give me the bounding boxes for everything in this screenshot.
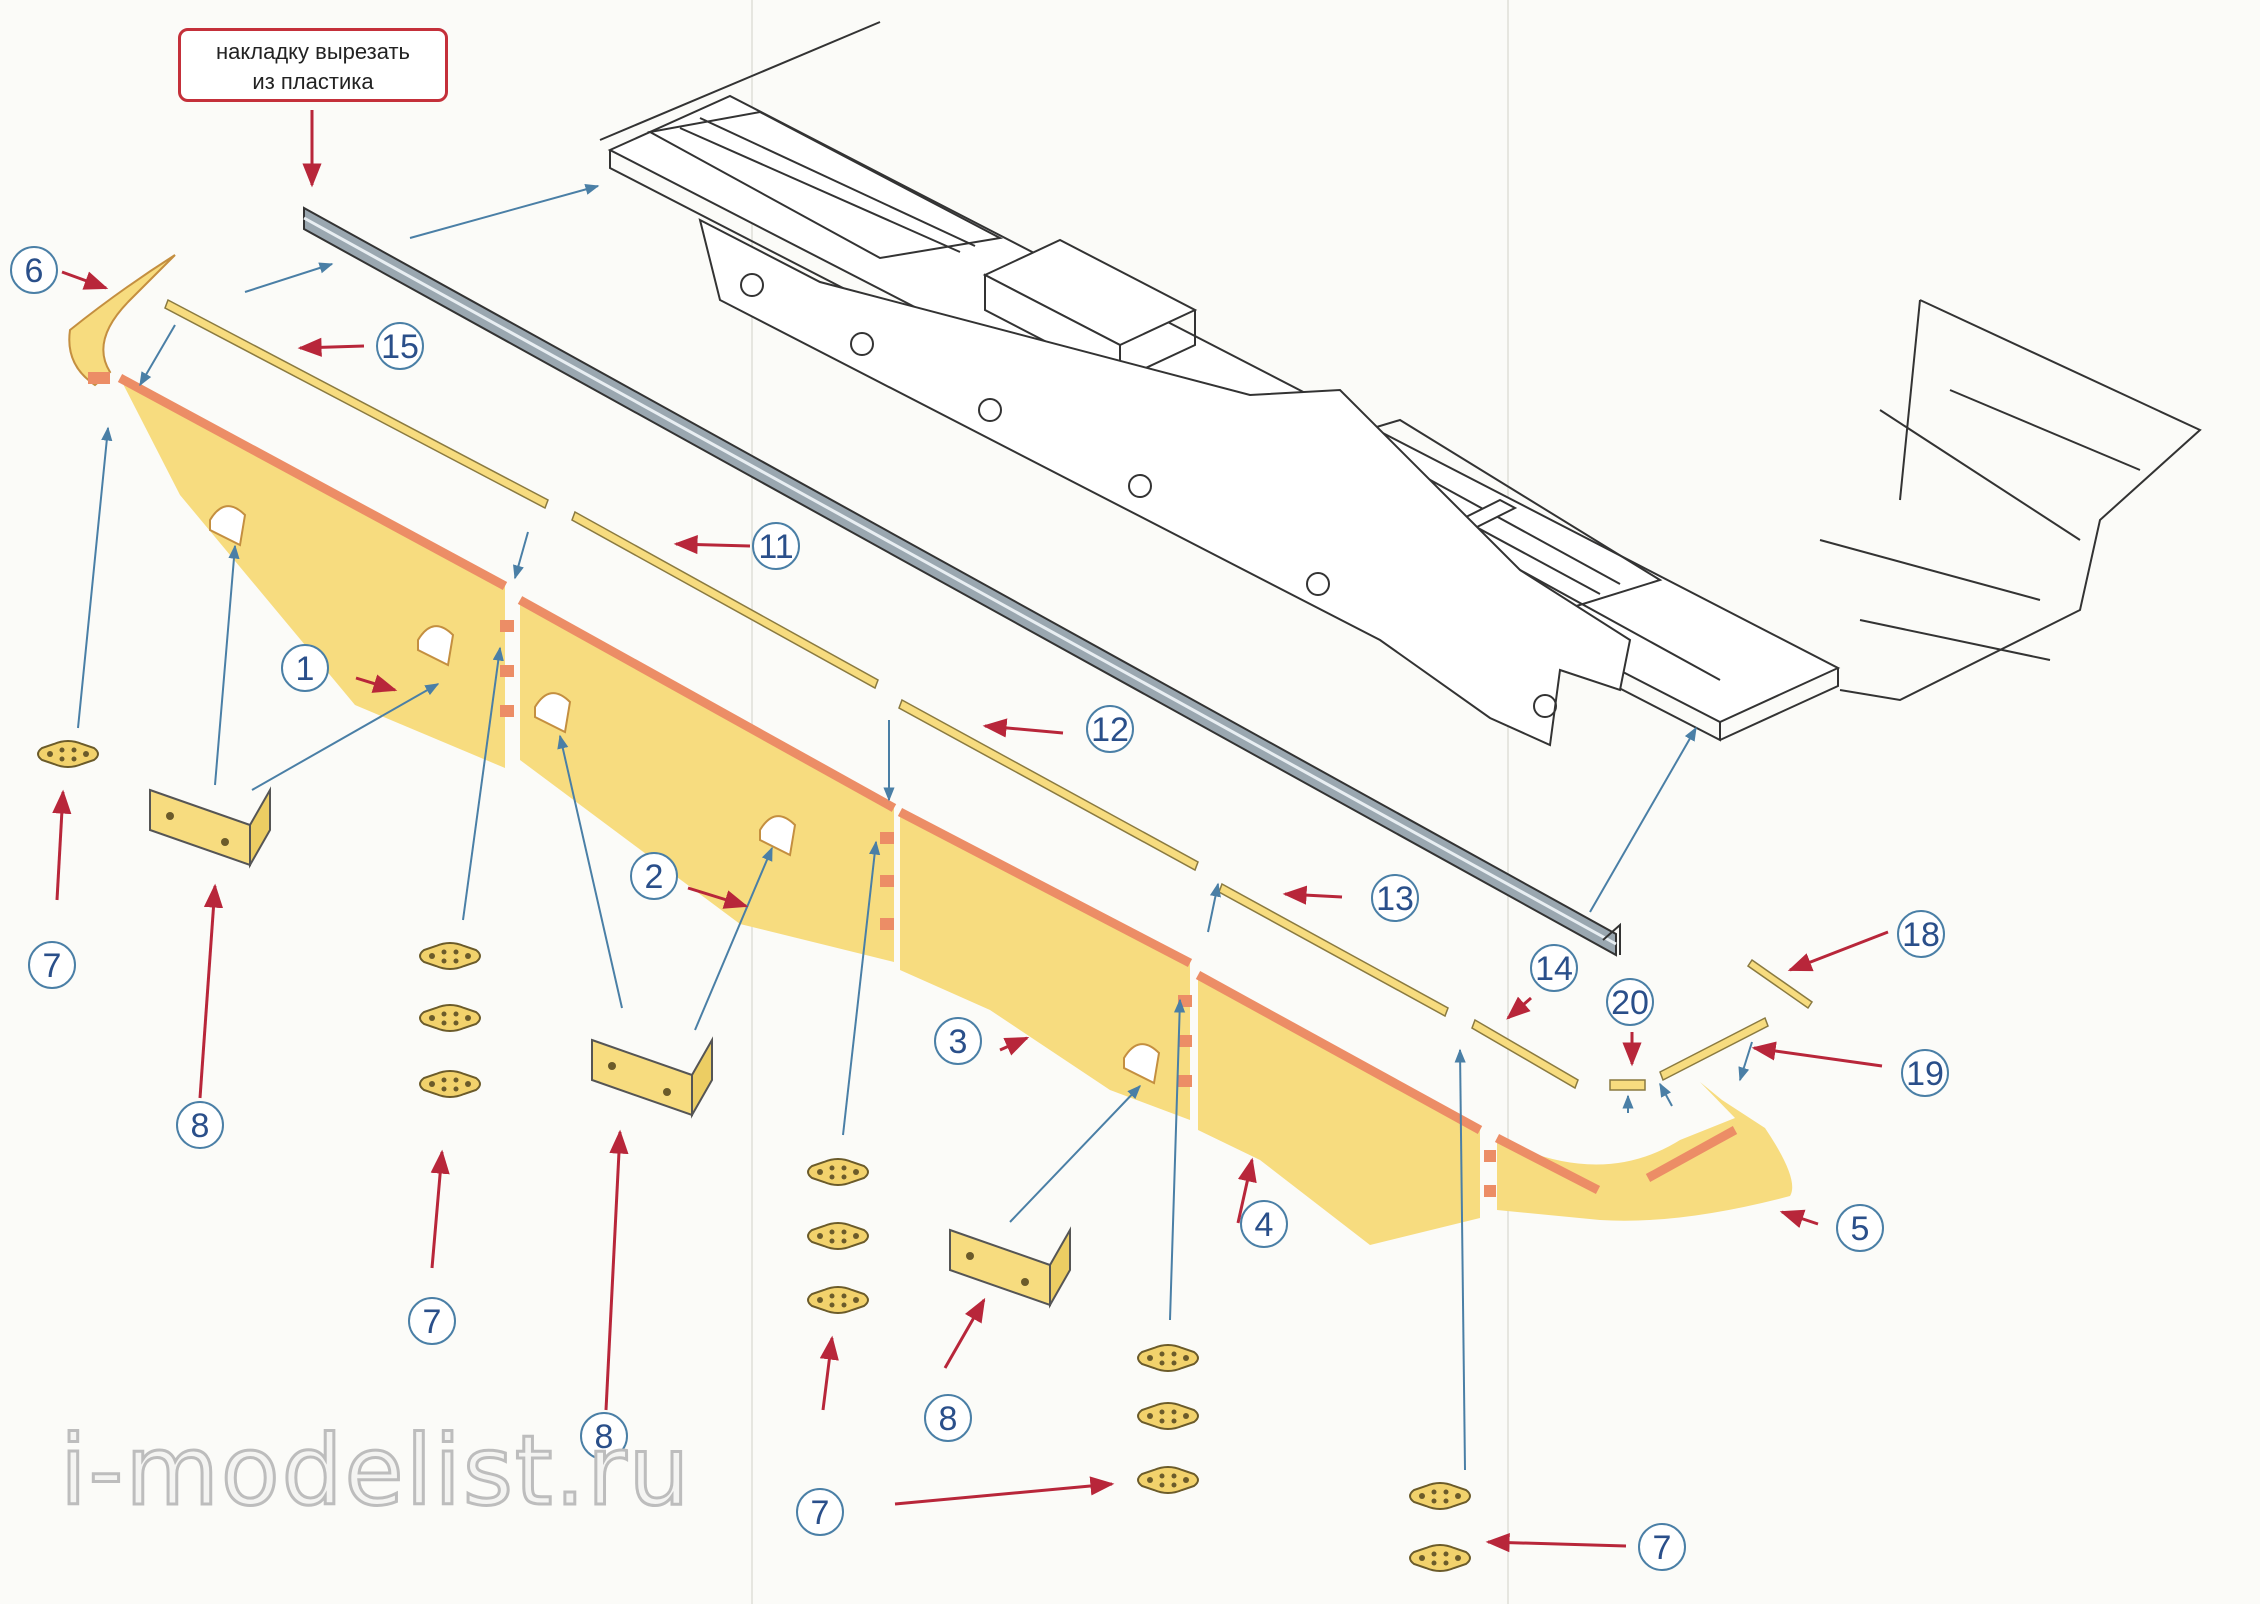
hull-drawing [599,21,2202,747]
note-line-1: накладку вырезать [215,39,410,64]
svg-text:12: 12 [1091,711,1129,749]
panel-5 [1484,1082,1793,1221]
label-19: 19 [1901,1049,1949,1097]
label-8-a: 8 [176,1101,224,1149]
svg-text:8: 8 [595,1418,614,1456]
strip-19 [1659,1016,1769,1082]
watermark: i-modelist.ru [58,1414,692,1529]
label-18: 18 [1897,910,1945,958]
label-20: 20 [1606,978,1654,1026]
label-2: 2 [630,852,678,900]
svg-text:7: 7 [423,1303,442,1341]
svg-text:13: 13 [1376,880,1414,918]
label-7-d: 7 [1638,1523,1686,1571]
label-5: 5 [1836,1204,1884,1252]
svg-text:5: 5 [1851,1210,1870,1248]
label-12: 12 [1086,705,1134,753]
label-7-b: 7 [408,1297,456,1345]
note-line-2: из пластика [252,69,374,94]
svg-text:1: 1 [296,650,315,688]
panel-1 [117,374,508,768]
svg-text:18: 18 [1902,916,1940,954]
thin-strips [164,298,1814,1091]
strip-14 [1471,1018,1579,1090]
panel-6 [68,254,176,387]
label-6: 6 [10,246,58,294]
svg-text:7: 7 [811,1494,830,1532]
svg-text:20: 20 [1611,984,1649,1022]
label-15: 15 [376,322,424,370]
svg-text:2: 2 [645,858,664,896]
svg-text:15: 15 [381,328,419,366]
svg-text:11: 11 [758,528,793,566]
strip-15 [164,298,549,510]
label-7-a: 7 [28,941,76,989]
strip-20 [1609,1079,1646,1091]
label-8-b: 8 [580,1412,628,1460]
panel-2 [500,596,897,962]
label-3: 3 [934,1017,982,1065]
part-labels: 6 15 11 1 12 2 13 14 18 20 19 3 4 5 7 8 … [10,246,1949,1571]
label-1: 1 [281,644,329,692]
label-4: 4 [1240,1200,1288,1248]
svg-text:6: 6 [25,252,44,290]
svg-text:14: 14 [1535,950,1573,988]
blue-arrows [77,183,1753,1471]
label-8-c: 8 [924,1394,972,1442]
panel-3 [880,808,1193,1120]
svg-text:8: 8 [191,1107,210,1145]
label-11: 11 [752,522,800,570]
label-7-c: 7 [796,1488,844,1536]
svg-text:19: 19 [1906,1055,1944,1093]
svg-text:7: 7 [1653,1529,1672,1567]
strip-12 [898,698,1199,872]
svg-text:4: 4 [1255,1206,1274,1244]
strip-11 [571,510,879,690]
plastic-strip [303,206,1621,957]
label-13: 13 [1371,874,1419,922]
strip-18 [1746,958,1814,1010]
panel-4 [1178,971,1483,1245]
plastic-overlay-note: накладку вырезать из пластика [178,28,448,102]
red-arrows [52,110,1889,1553]
label-14: 14 [1530,944,1578,992]
svg-text:7: 7 [43,947,62,985]
svg-text:3: 3 [949,1023,968,1061]
svg-text:8: 8 [939,1400,958,1438]
